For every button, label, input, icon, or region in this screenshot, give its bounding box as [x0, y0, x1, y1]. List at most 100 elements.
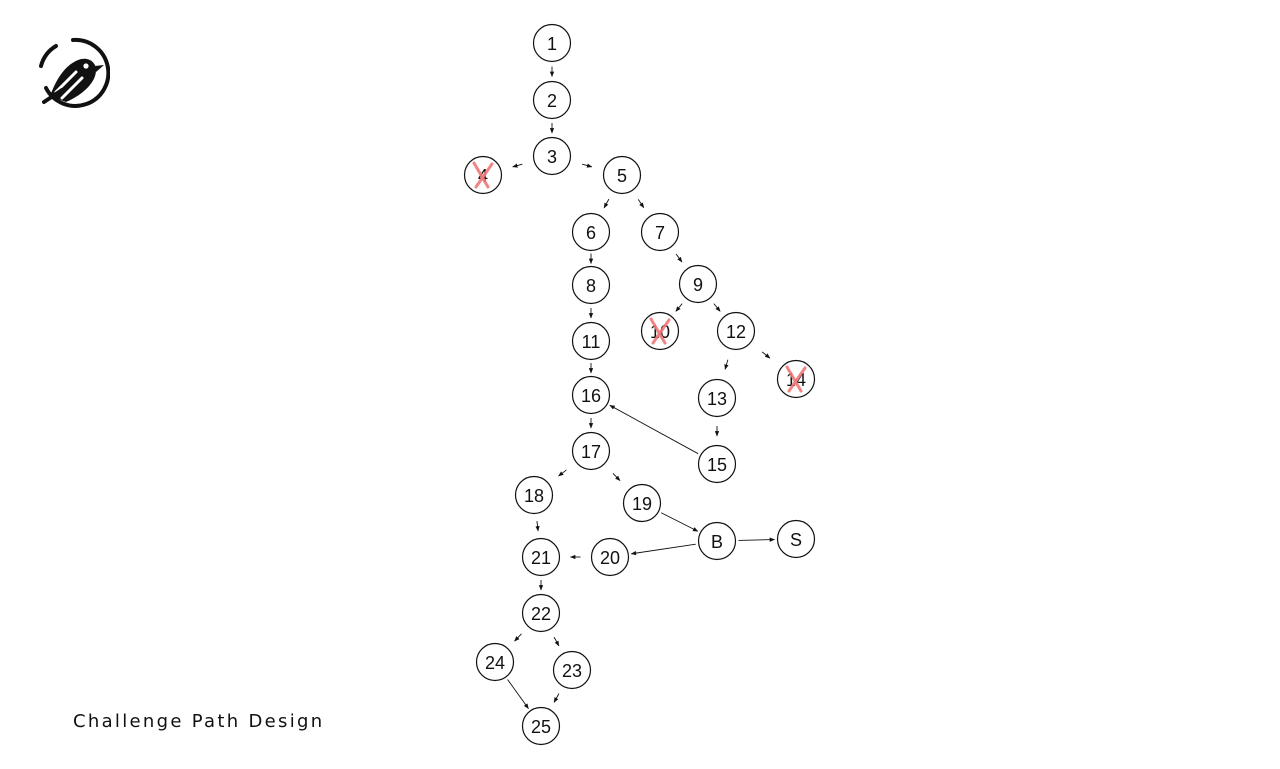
node-15: 15 — [697, 444, 737, 484]
node-circle — [590, 537, 630, 577]
node-label: 8 — [586, 276, 596, 296]
node-5: 5 — [602, 155, 642, 195]
node-21: 21 — [521, 537, 561, 577]
node-label: 2 — [547, 91, 557, 111]
edge-7-9 — [675, 253, 683, 263]
node-label: 17 — [581, 442, 601, 462]
edge-17-19 — [612, 473, 621, 481]
node-label: 9 — [693, 275, 703, 295]
node-label: 5 — [617, 166, 627, 186]
node-19: 19 — [622, 483, 662, 523]
node-12: 12 — [716, 311, 756, 351]
edge-B-20 — [630, 543, 696, 556]
node-16: 16 — [571, 375, 611, 415]
node-label: 21 — [531, 548, 551, 568]
node-circle — [521, 593, 561, 633]
node-3: 3 — [532, 136, 572, 176]
node-label: 23 — [562, 661, 582, 681]
node-9: 9 — [678, 264, 718, 304]
node-18: 18 — [514, 475, 554, 515]
node-17: 17 — [571, 431, 611, 471]
node-circle — [571, 375, 611, 415]
node-label: S — [790, 530, 802, 550]
node-label: 3 — [547, 147, 557, 167]
node-circle — [475, 642, 515, 682]
node-circle — [532, 23, 572, 63]
node-label: 19 — [632, 494, 652, 514]
edge-22-24 — [514, 633, 522, 642]
edge-3-4 — [512, 163, 523, 168]
node-20: 20 — [590, 537, 630, 577]
edge-9-10 — [675, 303, 683, 312]
node-circle — [697, 444, 737, 484]
edge-B-S — [738, 537, 776, 542]
node-circle — [571, 265, 611, 305]
node-label: 1 — [547, 34, 557, 54]
node-circle — [697, 521, 737, 561]
edge-5-7 — [637, 199, 645, 209]
node-label: 6 — [586, 223, 596, 243]
node-circle — [697, 378, 737, 418]
edge-12-14 — [761, 351, 771, 359]
node-circle — [716, 311, 756, 351]
node-circle — [622, 483, 662, 523]
blocked-cross-icon — [649, 317, 671, 345]
node-11: 11 — [571, 321, 611, 361]
node-label: 20 — [600, 548, 620, 568]
edge-5-6 — [603, 198, 610, 209]
node-label: 7 — [655, 223, 665, 243]
node-circle — [571, 212, 611, 252]
edge-23-25 — [553, 693, 560, 703]
node-8: 8 — [571, 265, 611, 305]
node-B: B — [697, 521, 737, 561]
edge-19-B — [660, 512, 699, 532]
node-circle — [602, 155, 642, 195]
node-circle — [552, 650, 592, 690]
node-label: 11 — [582, 332, 601, 352]
node-1: 1 — [532, 23, 572, 63]
node-label: B — [711, 532, 723, 552]
node-label: 13 — [707, 389, 727, 409]
blocked-cross-icon — [785, 365, 807, 393]
node-label: 12 — [726, 322, 746, 342]
node-circle — [521, 706, 561, 746]
node-14: 14 — [776, 359, 816, 399]
edge-24-25 — [507, 679, 529, 709]
node-circle — [521, 537, 561, 577]
node-circle — [532, 136, 572, 176]
edge-22-23 — [553, 636, 560, 647]
node-label: 25 — [531, 717, 551, 737]
node-2: 2 — [532, 80, 572, 120]
node-S: S — [776, 519, 816, 559]
node-label: 24 — [485, 653, 505, 673]
node-circle — [640, 212, 680, 252]
node-23: 23 — [552, 650, 592, 690]
node-circle — [514, 475, 554, 515]
page-title: Challenge Path Design — [73, 711, 325, 732]
node-24: 24 — [475, 642, 515, 682]
edges-layer — [507, 66, 776, 709]
node-circle — [532, 80, 572, 120]
node-6: 6 — [571, 212, 611, 252]
edge-15-16 — [609, 404, 699, 455]
nodes-layer: 12345678910111213141516171819BS202122232… — [463, 23, 816, 746]
edge-12-13 — [724, 359, 729, 370]
node-22: 22 — [521, 593, 561, 633]
node-13: 13 — [697, 378, 737, 418]
node-10: 10 — [640, 311, 680, 351]
node-7: 7 — [640, 212, 680, 252]
node-label: 16 — [581, 386, 601, 406]
node-circle — [571, 431, 611, 471]
edge-17-18 — [558, 469, 567, 477]
edge-18-21 — [535, 520, 540, 532]
blocked-cross-icon — [472, 161, 494, 189]
node-circle — [571, 321, 611, 361]
node-label: 18 — [524, 486, 544, 506]
node-circle — [776, 519, 816, 559]
bird-logo-icon — [39, 37, 110, 108]
node-label: 22 — [531, 604, 551, 624]
node-25: 25 — [521, 706, 561, 746]
edge-9-12 — [713, 303, 721, 312]
node-circle — [678, 264, 718, 304]
